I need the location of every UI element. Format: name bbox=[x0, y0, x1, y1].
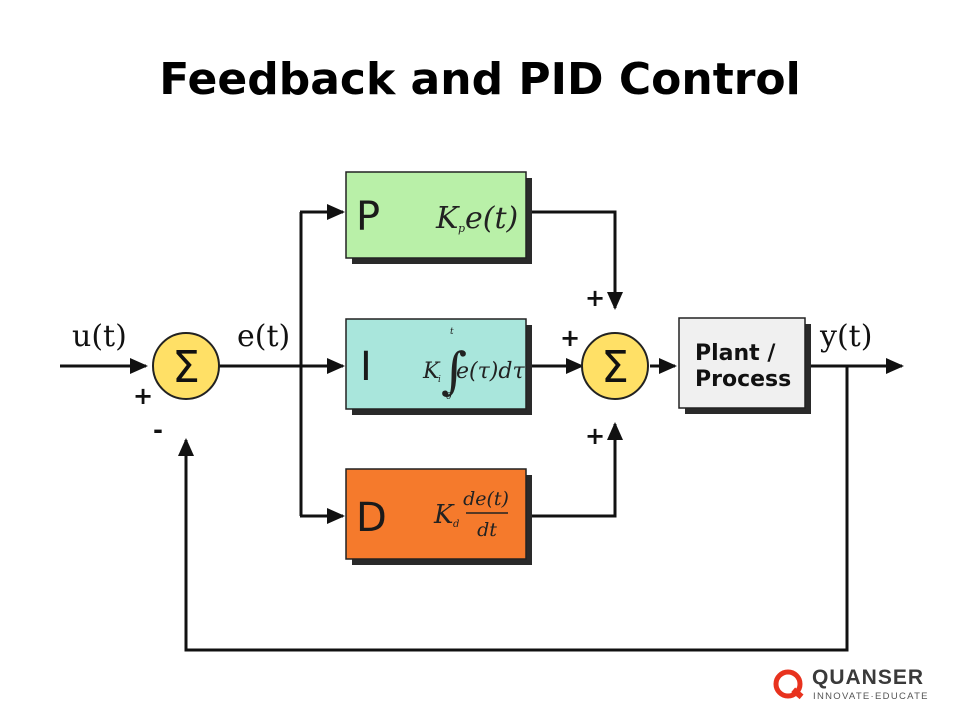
plant-block-line1: Plant / bbox=[695, 341, 776, 366]
d-block: D K d de(t) dt bbox=[345, 468, 527, 560]
quanser-logo-tagline: INNOVATE·EDUCATE bbox=[813, 691, 929, 702]
i-block: I K i ∫ t 0 e(τ)dτ bbox=[345, 318, 527, 410]
d-block-numerator: de(t) bbox=[463, 488, 509, 510]
feedback-path bbox=[178, 366, 849, 652]
p-block: P K p e(t) bbox=[345, 171, 527, 259]
d-to-sum-arrow bbox=[532, 422, 623, 518]
output-summer-top-sign: + bbox=[585, 284, 605, 312]
output-signal-label: y(t) bbox=[819, 319, 872, 354]
i-block-term-k: K bbox=[422, 359, 441, 384]
p-block-term-sub: p bbox=[458, 222, 465, 235]
plant-block: Plant / Process bbox=[678, 317, 806, 409]
input-summer-minus-sign: - bbox=[153, 416, 163, 444]
p-block-term-k: K bbox=[435, 201, 460, 236]
d-block-letter: D bbox=[356, 495, 387, 541]
input-summer: Σ bbox=[152, 332, 220, 400]
quanser-logo-name: QUANSER bbox=[812, 666, 925, 689]
quanser-q-icon bbox=[773, 669, 804, 700]
output-summer-symbol: Σ bbox=[601, 342, 629, 393]
i-block-term-sub: i bbox=[438, 375, 441, 385]
output-summer-left-sign: + bbox=[560, 324, 580, 352]
input-summer-symbol: Σ bbox=[172, 342, 200, 393]
output-summer-bottom-sign: + bbox=[585, 422, 605, 450]
p-to-sum-arrow bbox=[532, 210, 623, 310]
signal-lines bbox=[60, 204, 904, 652]
error-signal-label: e(t) bbox=[237, 319, 290, 354]
i-block-term: e(τ)dτ bbox=[456, 359, 525, 384]
d-block-term-k: K bbox=[433, 500, 455, 530]
output-summer: Σ bbox=[581, 332, 649, 400]
integral-upper-limit: t bbox=[450, 327, 454, 337]
integral-sign: ∫ bbox=[441, 342, 467, 400]
integral-lower-limit: 0 bbox=[446, 392, 452, 402]
d-block-term-sub: d bbox=[453, 519, 459, 530]
d-block-denominator: dt bbox=[477, 519, 497, 541]
p-block-letter: P bbox=[356, 194, 380, 240]
p-block-term: e(t) bbox=[465, 201, 518, 236]
input-signal-label: u(t) bbox=[72, 319, 127, 354]
plant-block-line2: Process bbox=[695, 367, 791, 392]
input-summer-plus-sign: + bbox=[133, 382, 153, 410]
quanser-logo: QUANSER INNOVATE·EDUCATE bbox=[772, 664, 942, 704]
i-block-letter: I bbox=[360, 344, 372, 390]
slide-title: Feedback and PID Control bbox=[159, 54, 801, 105]
